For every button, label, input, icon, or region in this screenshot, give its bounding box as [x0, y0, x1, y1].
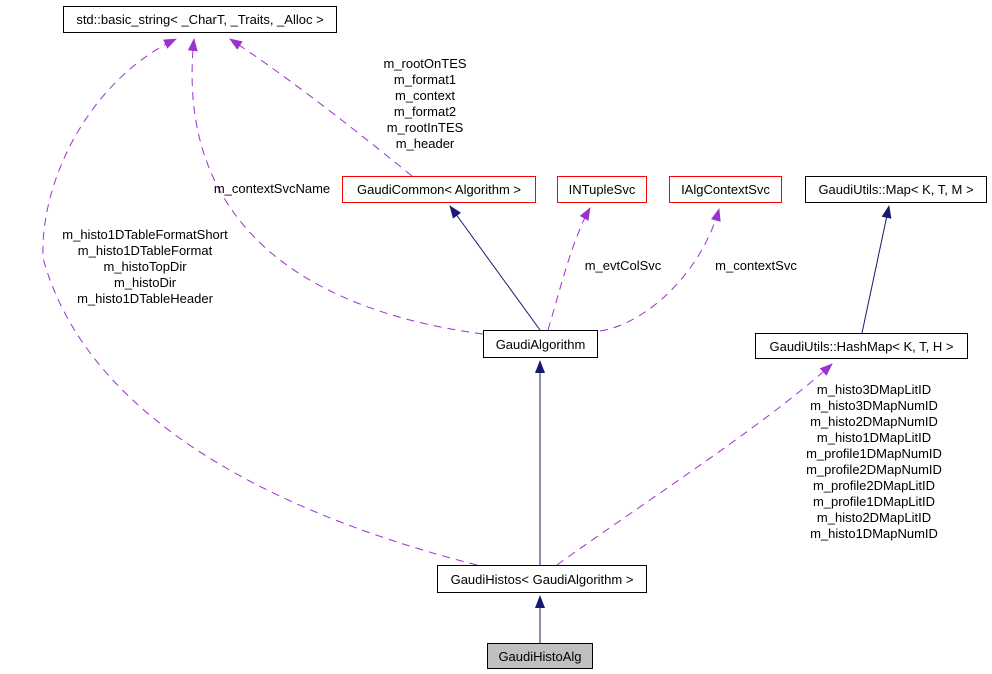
member-label-group-common-strings: m_rootOnTES m_format1 m_context m_format…	[345, 56, 505, 152]
member-label-group-contextsvcname: m_contextSvcName	[208, 181, 336, 197]
member-label: m_evtColSvc	[584, 258, 662, 273]
edge-usage-gaudicommon-basicstring	[229, 38, 413, 177]
member-label: m_histo1DMapLitID	[816, 430, 932, 445]
member-label: m_contextSvcName	[213, 181, 331, 196]
member-label: m_profile2DMapLitID	[812, 478, 936, 493]
edge-inheritance-hashmap-map	[861, 205, 892, 334]
member-label: m_profile1DMapLitID	[812, 494, 936, 509]
member-label: m_format1	[393, 72, 457, 87]
member-label: m_histo1DTableHeader	[77, 291, 213, 306]
class-node-gaudiutils-hashmap[interactable]: GaudiUtils::HashMap< K, T, H >	[755, 333, 968, 359]
member-label: m_histoDir	[113, 275, 177, 290]
member-label: m_format2	[393, 104, 457, 119]
edge-inheritance-gaudialgorithm-gaudicommon	[449, 205, 541, 331]
class-node-ialgcontextsvc[interactable]: IAlgContextSvc	[669, 176, 782, 203]
member-label: m_histo3DMapNumID	[810, 398, 938, 413]
member-label: m_rootOnTES	[383, 56, 467, 71]
edge-usage-gaudihistos-basicstring	[42, 38, 478, 566]
edge-usage-gaudialgorithm-ialgcontextsvc	[599, 208, 721, 332]
member-label-group-evtcolsvc: m_evtColSvc	[580, 258, 666, 274]
member-label-group-hashmap-members: m_histo3DMapLitID m_histo3DMapNumID m_hi…	[792, 382, 956, 542]
member-label: m_histo1DTableFormat	[77, 243, 213, 258]
member-label: m_profile1DMapNumID	[806, 446, 942, 461]
edge-usage-gaudialgorithm-intuplesvc	[547, 207, 591, 331]
member-label: m_context	[395, 88, 455, 103]
member-label: m_histoTopDir	[103, 259, 187, 274]
member-label: m_histo2DMapLitID	[816, 510, 932, 525]
class-node-intuplesvc[interactable]: INTupleSvc	[557, 176, 647, 203]
class-node-gaudialgorithm[interactable]: GaudiAlgorithm	[483, 330, 598, 358]
member-label: m_rootInTES	[386, 120, 464, 135]
member-label-group-histo-table: m_histo1DTableFormatShort m_histo1DTable…	[55, 227, 235, 307]
edge-usage-gaudihistos-hashmap	[556, 363, 833, 566]
member-label: m_histo3DMapLitID	[816, 382, 932, 397]
class-node-gaudihistos[interactable]: GaudiHistos< GaudiAlgorithm >	[437, 565, 647, 593]
member-label: m_histo1DMapNumID	[810, 526, 938, 541]
member-label: m_profile2DMapNumID	[806, 462, 942, 477]
member-label-group-contextsvc: m_contextSvc	[710, 258, 802, 274]
member-label: m_histo2DMapNumID	[810, 414, 938, 429]
class-node-gaudicommon[interactable]: GaudiCommon< Algorithm >	[342, 176, 536, 203]
class-node-std-basic-string[interactable]: std::basic_string< _CharT, _Traits, _All…	[63, 6, 337, 33]
class-node-gaudihistoalg-current: GaudiHistoAlg	[487, 643, 593, 669]
member-label: m_contextSvc	[715, 258, 797, 273]
class-node-gaudiutils-map[interactable]: GaudiUtils::Map< K, T, M >	[805, 176, 987, 203]
member-label: m_header	[395, 136, 455, 151]
edge-usage-gaudialgorithm-basicstring	[187, 38, 484, 335]
member-label: m_histo1DTableFormatShort	[62, 227, 228, 242]
